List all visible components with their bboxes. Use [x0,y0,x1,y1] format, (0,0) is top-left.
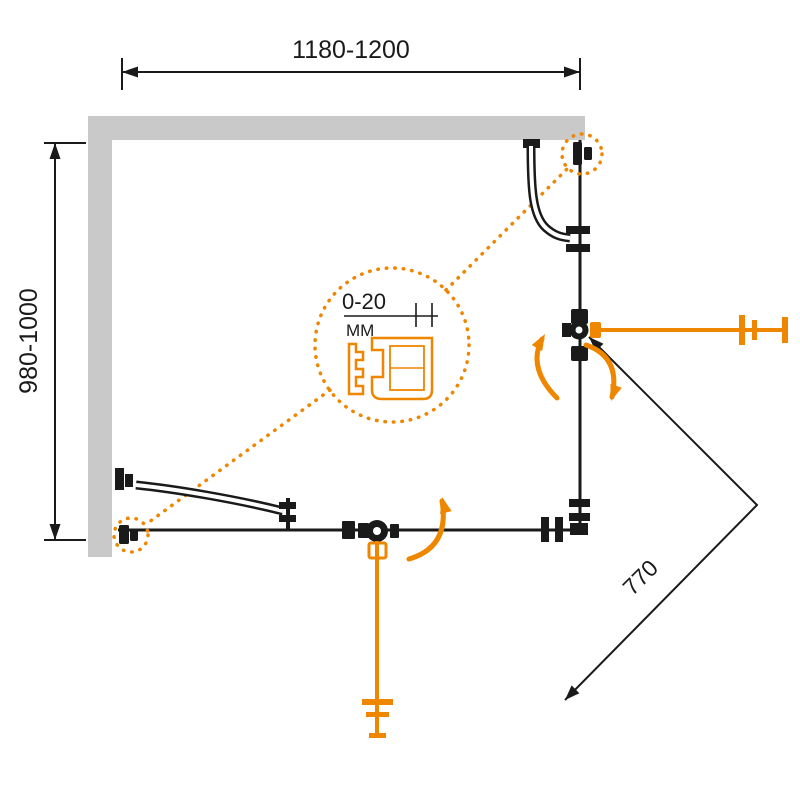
anchor-block [584,147,592,160]
hinge-pin-hole [575,326,583,334]
arm-inner [135,483,284,513]
swing-arrows [406,334,622,562]
arrow-upleft-icon [589,337,604,352]
arrow-right-icon [564,66,580,78]
pivot-pin-hole [373,527,381,535]
arm-wall-foot [115,468,124,490]
arrow-up-icon [49,143,61,159]
door-panel-bottom [362,541,393,738]
wall-anchor-top [573,142,592,165]
corner-clamp-top [569,499,590,507]
corner-fitting [541,499,590,542]
anchor-block [130,529,138,541]
handle-knob-bar-1 [739,315,745,345]
arm-clamp-bottom [566,244,590,252]
arm-wall-block [125,474,133,487]
callout-circle-bottom [112,516,150,554]
swing-arrow-left-head-icon [531,334,545,351]
detail-unit-label: ММ [346,321,374,340]
pivot-plate-mid [358,523,369,538]
arm-outline [526,145,571,243]
callout-line-top [444,166,570,292]
hinge-right [562,309,589,361]
door-handle-right [590,315,788,345]
anchor-bar [119,525,129,544]
door-knob-bar-2 [366,712,389,717]
corner-clamp-mid [569,513,590,521]
swing-arrow-right-head-icon [610,383,622,401]
handle-bracket [590,322,601,338]
panel-clamp-bar-1 [541,517,549,542]
arm-wall-foot [523,139,540,148]
arrow-left-icon [122,66,138,78]
dimension-left: 980-1000 [15,142,86,541]
wall-top [88,116,585,140]
profile-cross-section [347,336,434,401]
callouts [112,132,604,554]
arrow-down-icon [49,524,61,540]
callout-circle-top [560,132,604,176]
dimension-left-label: 980-1000 [15,288,43,394]
dimension-door-label: 770 [618,555,664,601]
handle-knob-bar-2 [752,320,757,340]
hinge-plate-bottom [571,346,588,361]
door-knob-bar-1 [362,699,393,705]
detail-content: 0-20 ММ [342,289,438,401]
panel-clamp-bar-2 [555,517,563,542]
support-arm-bottom [115,468,296,530]
support-arm-top [523,139,590,252]
arm-inner [529,145,571,240]
pivot-plate-left [342,521,355,539]
arrow-downleft-icon [565,685,580,700]
handle-knob-end [782,317,788,343]
wall-anchor-bottom [119,525,138,544]
detail-circle [313,266,471,424]
pivot-hinge-bottom [342,520,399,542]
pivot-plate-right [390,524,399,538]
dimension-top-label: 1180-1200 [292,36,410,64]
swing-arrow-bottom-head-icon [440,497,452,514]
hinge-bolt [562,323,571,337]
dimension-door-line [564,336,759,701]
corner-block [570,523,588,535]
walls [88,116,585,557]
profile-channel-piece [370,336,434,401]
wall-left [88,116,112,557]
profile-wall-piece [347,342,365,396]
swing-arrow-right-icon [583,342,617,400]
dimension-top: 1180-1200 [121,36,581,90]
door-knob-end [369,733,386,738]
dimension-door: 770 [564,336,759,701]
anchor-bar [573,142,582,165]
detail-gap-label: 0-20 [342,289,386,314]
arm-clamp-top [566,226,590,234]
hinge-plate-top [571,309,588,324]
